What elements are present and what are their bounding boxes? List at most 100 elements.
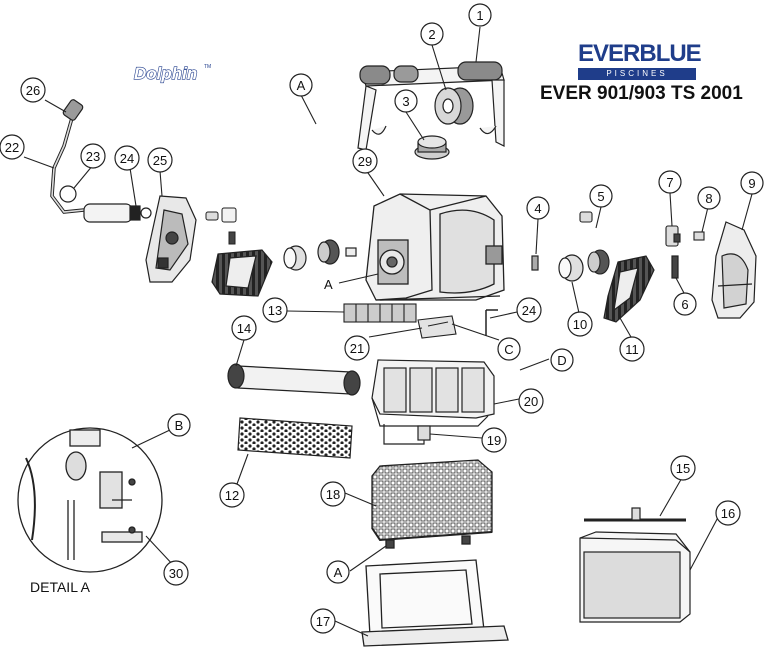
callouts: 1 2 3 26 22 23 24 25 29 4 5 7 8 9 6 10 1… [0, 3, 764, 634]
callout-30 [163, 560, 189, 586]
impeller-part-3 [414, 135, 450, 160]
callout-29 [352, 148, 378, 174]
callout-c [497, 337, 521, 361]
leader-lines [23, 26, 753, 637]
callout-b [167, 413, 191, 437]
callout-3-label: 3 [402, 94, 409, 109]
callout-19 [481, 427, 507, 453]
left-pulleys [283, 239, 357, 271]
hose-part-19 [383, 424, 431, 445]
callout-3 [394, 89, 418, 113]
callout-23 [80, 143, 106, 169]
callout-5 [589, 184, 613, 208]
callout-22 [0, 134, 25, 160]
callout-2 [420, 22, 444, 46]
callout-d-label: D [557, 353, 566, 368]
callout-25-label: 25 [153, 153, 167, 168]
right-track-part-11 [603, 255, 655, 323]
callout-7-label: 7 [666, 175, 673, 190]
model-title: EVER 901/903 TS 2001 [540, 83, 743, 104]
dolphin-logo-text: Dolphin [133, 63, 198, 83]
callout-11 [619, 336, 645, 362]
callout-c-label: C [504, 342, 513, 357]
left-screws [205, 207, 237, 245]
pulley-part-10 [558, 254, 584, 282]
callout-b-label: B [175, 418, 184, 433]
callout-a2-label: A [334, 565, 343, 580]
callout-30-label: 30 [169, 566, 183, 581]
brush-part-12 [237, 417, 353, 459]
callout-13 [262, 297, 288, 323]
vent-grid-part-13 [343, 303, 417, 323]
detail-a-label: DETAIL A [30, 579, 90, 595]
everblue-logo-sub: PISCINES [578, 68, 696, 80]
callout-19-label: 19 [487, 433, 501, 448]
basket-part-18 [371, 459, 493, 549]
pin-part-4 [531, 255, 539, 271]
callout-20-label: 20 [524, 394, 538, 409]
callout-18-label: 18 [326, 487, 340, 502]
callout-22-label: 22 [5, 140, 19, 155]
callout-16 [715, 500, 741, 526]
callout-5-label: 5 [597, 189, 604, 204]
callout-8 [697, 186, 721, 210]
callout-8-label: 8 [705, 191, 712, 206]
callout-24b [516, 297, 542, 323]
callout-6 [673, 292, 697, 316]
pin-part-24b [485, 309, 498, 336]
callout-14 [231, 315, 257, 341]
callout-15-label: 15 [676, 461, 690, 476]
dolphin-logo: Dolphin TM [128, 60, 214, 96]
callout-7 [658, 170, 682, 194]
left-track-part [211, 249, 273, 297]
tray-part-17 [361, 559, 509, 647]
everblue-logo: EVERBLUE PISCINES [578, 40, 702, 82]
callout-24b-label: 24 [522, 303, 536, 318]
callout-6-label: 6 [681, 297, 688, 312]
callout-29-label: 29 [358, 154, 372, 169]
callout-12 [219, 482, 245, 508]
callout-17-label: 17 [316, 614, 330, 629]
callout-26-label: 26 [26, 83, 40, 98]
callout-14-label: 14 [237, 321, 251, 336]
side-cover-part-9 [711, 221, 757, 319]
callout-4-label: 4 [534, 201, 541, 216]
callout-9-label: 9 [748, 176, 755, 191]
callout-17 [310, 608, 336, 634]
callout-25 [147, 147, 173, 173]
callout-a2 [326, 560, 350, 584]
callout-15 [670, 455, 696, 481]
callout-21 [344, 335, 370, 361]
callout-a1 [289, 73, 313, 97]
handle-assembly [357, 61, 505, 151]
filter-bag-part-16 [579, 531, 691, 623]
label-a-body: A [324, 277, 333, 292]
callout-13-label: 13 [268, 303, 282, 318]
callout-12-label: 12 [225, 488, 239, 503]
detail-a-circle [17, 427, 163, 573]
callout-21-label: 21 [350, 341, 364, 356]
callout-10-label: 10 [573, 317, 587, 332]
screw-part-5 [579, 211, 610, 275]
callout-24a-label: 24 [120, 151, 134, 166]
callout-24a [114, 145, 140, 171]
callout-10 [567, 311, 593, 337]
screw-part-8 [693, 231, 705, 241]
callout-16-label: 16 [721, 506, 735, 521]
callout-20 [518, 388, 544, 414]
body-part-29 [365, 193, 505, 301]
callout-d [550, 348, 574, 372]
callout-4 [526, 196, 550, 220]
swivel-part-24 [83, 203, 152, 223]
callout-18 [320, 481, 346, 507]
callout-1-label: 1 [476, 8, 483, 23]
callout-9 [740, 171, 764, 195]
callout-1 [468, 3, 492, 27]
callout-26 [20, 77, 46, 103]
everblue-logo-main: EVERBLUE [578, 40, 702, 68]
filter-frame-part-15 [584, 507, 686, 522]
filter-part-20 [371, 359, 495, 427]
spring-part-6 [671, 255, 679, 279]
callout-11-label: 11 [625, 342, 639, 357]
